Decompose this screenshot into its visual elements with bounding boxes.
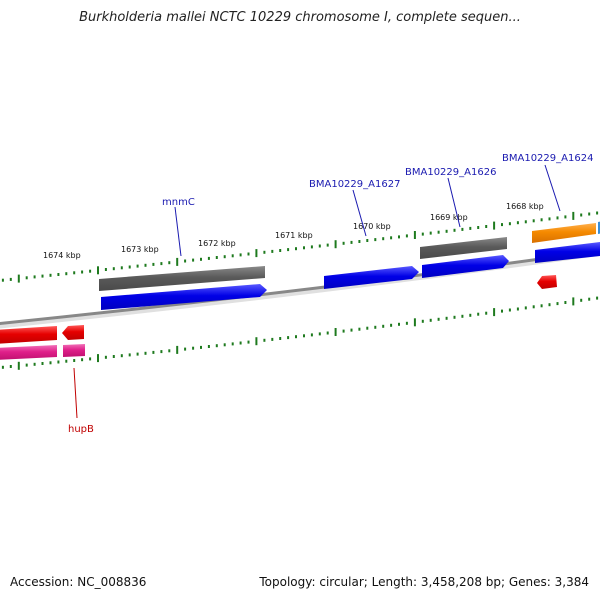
leader-a1626 [447, 177, 461, 228]
cds-a1626-blue[interactable] [422, 255, 509, 278]
leader-a1627 [352, 189, 367, 237]
gene-a1624-orange[interactable] [532, 223, 596, 243]
cds-left-magenta[interactable] [0, 345, 57, 360]
map-title: Burkholderia mallei NCTC 10229 chromosom… [79, 10, 521, 25]
gene-a1626-gray[interactable] [420, 237, 507, 259]
cds-hupB-magenta[interactable] [63, 344, 85, 357]
leader-mnmC [174, 206, 182, 257]
gene-label-hupB[interactable]: hupB [68, 424, 94, 435]
genome-summary-text: Topology: circular; Length: 3,458,208 bp… [259, 575, 589, 589]
backbone-shadow [0, 249, 600, 329]
scale-ticks-upper [1, 211, 599, 283]
gene-label-mnmC[interactable]: mnmC [162, 197, 195, 208]
tick-label-1673: 1673 kbp [121, 245, 159, 254]
tick-label-1671: 1671 kbp [275, 231, 313, 240]
gene-label-a1624[interactable]: BMA10229_A1624 [502, 153, 593, 164]
leader-hupB [73, 367, 78, 419]
gene-label-a1627[interactable]: BMA10229_A1627 [309, 179, 400, 190]
tick-label-1672: 1672 kbp [198, 239, 236, 248]
accession-text: Accession: NC_008836 [10, 575, 147, 589]
scale-tick-labels: 1674 kbp 1673 kbp 1672 kbp 1671 kbp 1670… [43, 202, 544, 260]
gene-reverse-red-small[interactable] [537, 275, 557, 289]
tick-label-1670: 1670 kbp [353, 222, 391, 231]
cds-a1624-blue[interactable] [535, 242, 600, 263]
scale-ticks-lower [1, 296, 599, 370]
tick-label-1674: 1674 kbp [43, 251, 81, 260]
gene-label-a1626[interactable]: BMA10229_A1626 [405, 167, 496, 178]
tick-label-1668: 1668 kbp [506, 202, 544, 211]
gene-mnmC-gray[interactable] [99, 266, 265, 291]
label-leader-lines [174, 164, 561, 257]
cds-a1627-blue[interactable] [324, 266, 419, 289]
gene-left-red[interactable] [0, 326, 57, 344]
leader-a1624 [544, 164, 561, 212]
tick-label-1669: 1669 kbp [430, 213, 468, 222]
genome-backbone [0, 249, 600, 325]
cds-mnmC-blue[interactable] [101, 284, 267, 310]
gene-hupB-red[interactable] [62, 325, 84, 340]
